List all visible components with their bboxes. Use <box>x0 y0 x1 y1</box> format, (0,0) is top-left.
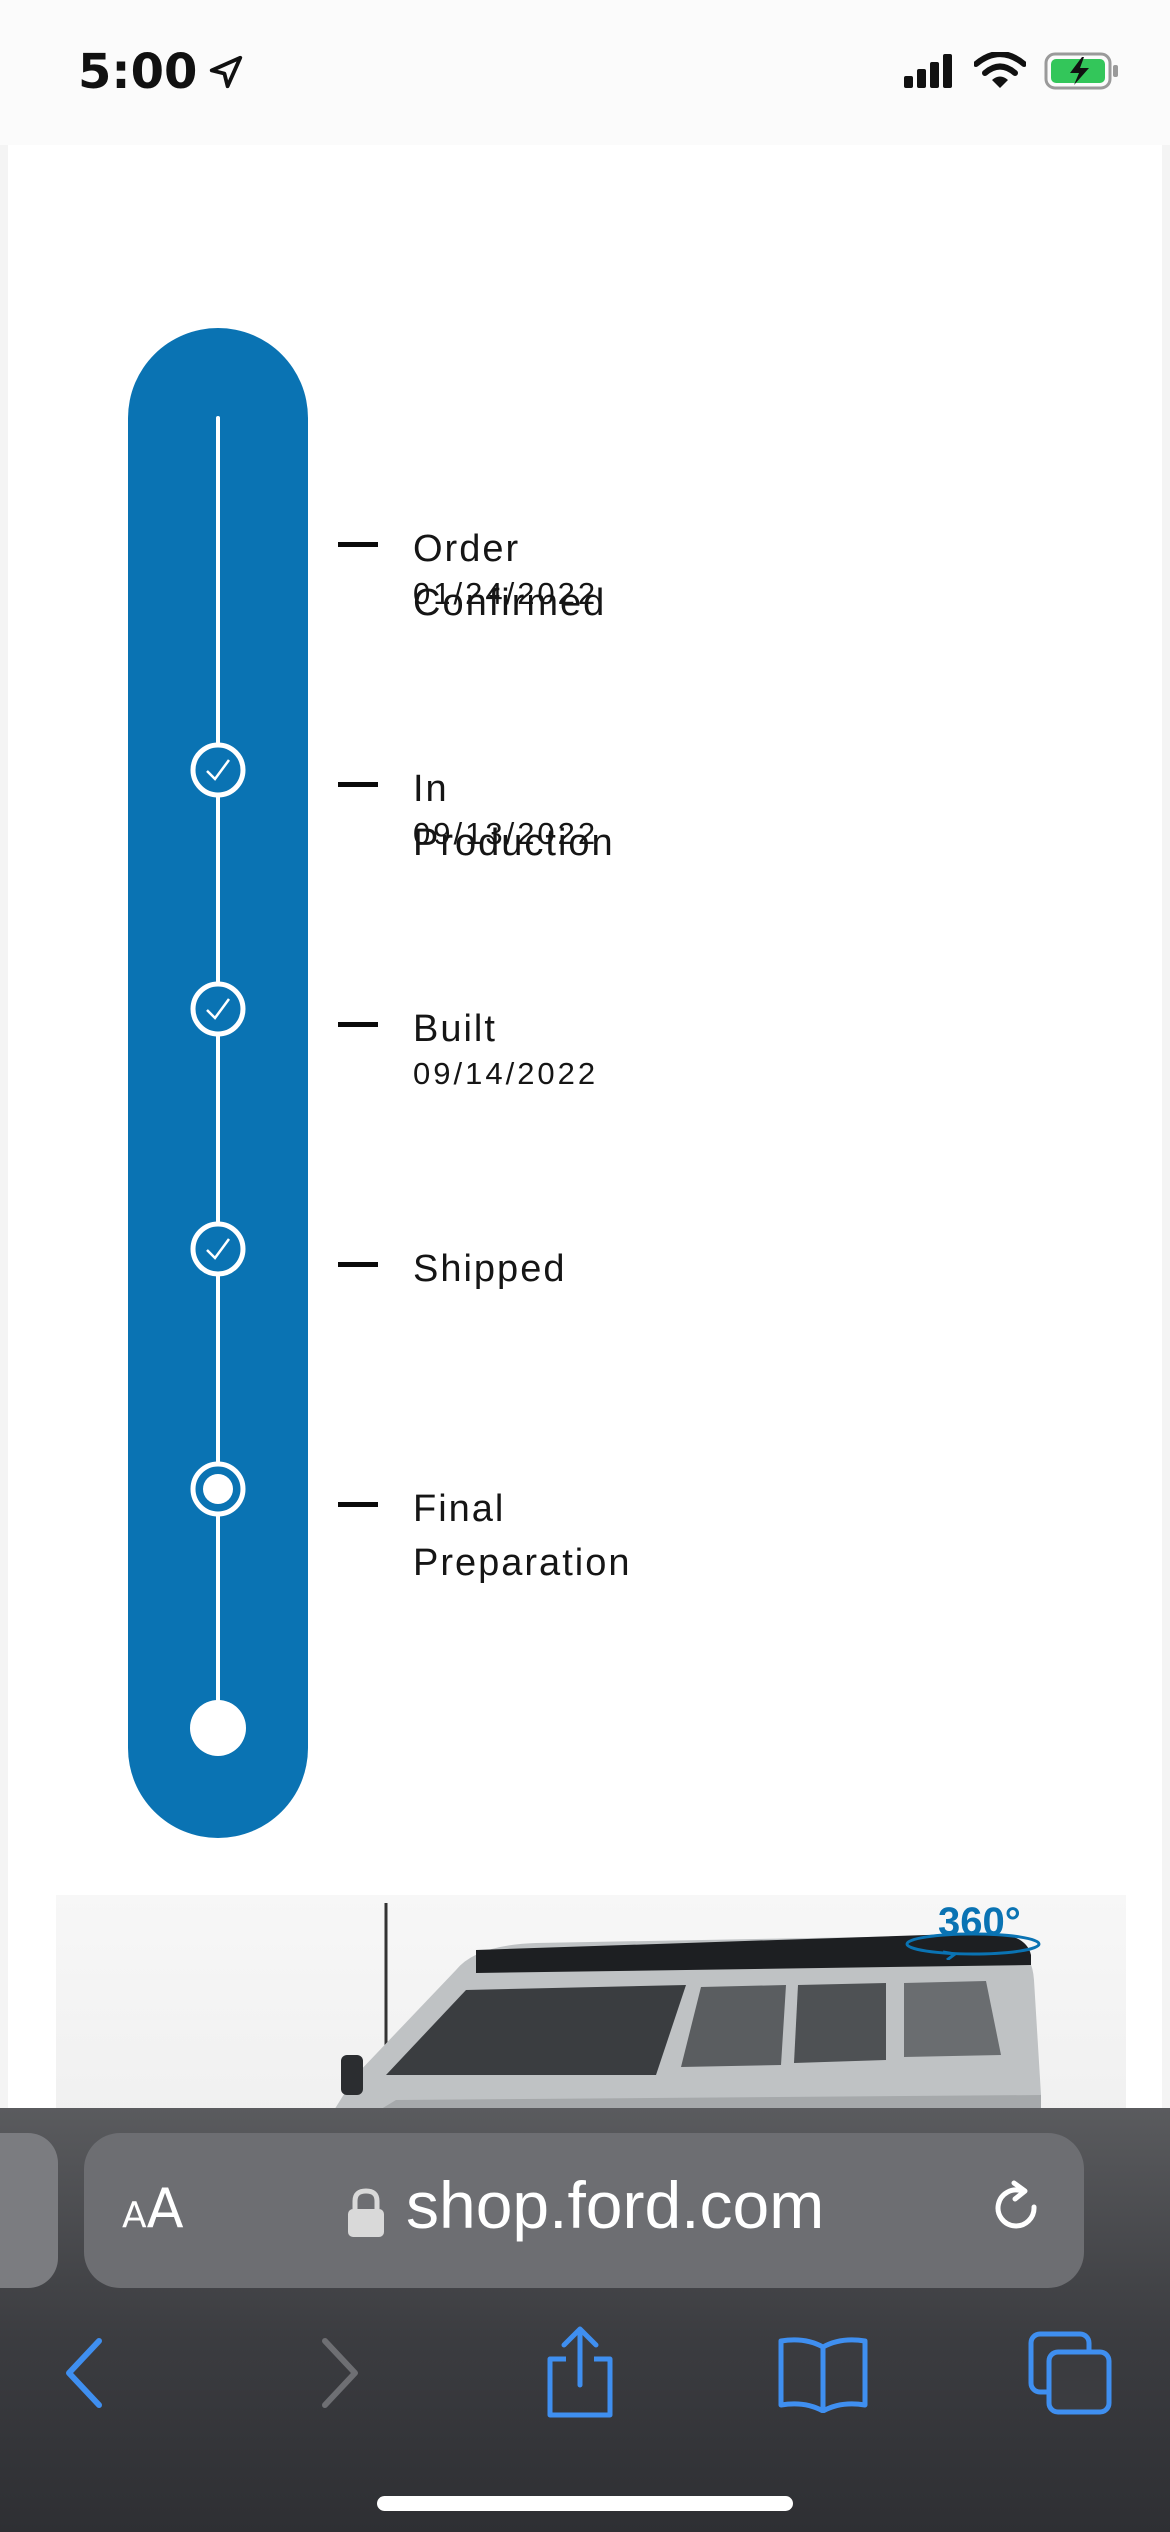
status-time: 5:00 <box>78 44 245 100</box>
location-arrow-icon <box>210 55 243 89</box>
tabs-button[interactable] <box>1015 2318 1125 2428</box>
rotate-360-icon <box>905 1932 1041 1960</box>
reload-icon[interactable] <box>984 2177 1048 2241</box>
progress-track <box>128 328 308 1838</box>
step-label: Final Preparation <box>413 1488 632 1584</box>
status-bar: 5:00 <box>0 0 1170 145</box>
step-label: Order Confirmed <box>413 528 607 624</box>
step-node-current-icon <box>188 1459 248 1519</box>
time-label: 5:00 <box>78 44 198 100</box>
step-dash <box>338 782 378 787</box>
aa-small: A <box>122 2195 147 2236</box>
tabs-icon <box>1028 2331 1112 2415</box>
address-bar[interactable]: AA shop.ford.com <box>84 2133 1084 2288</box>
status-icons <box>904 52 1120 90</box>
step-dash <box>338 1262 378 1267</box>
step-dash <box>338 542 378 547</box>
url-text[interactable]: shop.ford.com <box>406 2168 825 2242</box>
wifi-icon <box>974 52 1026 88</box>
step-node-complete-icon <box>188 740 248 800</box>
home-indicator[interactable] <box>377 2496 793 2511</box>
share-icon <box>547 2326 613 2418</box>
previous-tab-preview[interactable] <box>0 2133 58 2288</box>
step-label: Shipped <box>413 1248 567 1290</box>
browser-nav-row <box>0 2318 1170 2438</box>
bookmarks-button[interactable] <box>768 2318 878 2428</box>
forward-button[interactable] <box>284 2318 394 2428</box>
share-button[interactable] <box>525 2318 635 2428</box>
forward-icon <box>322 2338 358 2408</box>
step-label: In Production <box>413 768 615 864</box>
step-date: 09/14/2022 <box>413 1056 599 1091</box>
step-node-complete-icon <box>188 1219 248 1279</box>
step-date: 01/24/2022 <box>413 576 599 611</box>
battery-charging-icon <box>1044 52 1118 90</box>
view-360-button[interactable]: 360° <box>905 1900 1041 1960</box>
back-button[interactable] <box>30 2318 140 2428</box>
progress-line <box>216 416 220 1750</box>
step-dash <box>338 1022 378 1027</box>
order-tracker-page: Order Confirmed 01/24/2022 In Production… <box>8 145 1162 2152</box>
step-node-pending-icon <box>188 1698 248 1758</box>
step-dash <box>338 1502 378 1507</box>
step-label: Built <box>413 1008 497 1050</box>
reader-options-button[interactable]: AA <box>122 2177 184 2240</box>
browser-toolbar: AA shop.ford.com <box>0 2108 1170 2532</box>
back-icon <box>66 2338 102 2408</box>
aa-large: A <box>146 2177 184 2240</box>
lock-icon <box>348 2188 384 2237</box>
bookmarks-icon <box>778 2337 868 2413</box>
cellular-signal-icon <box>904 54 952 88</box>
step-node-complete-icon <box>188 979 248 1039</box>
step-date: 09/13/2022 <box>413 816 599 851</box>
